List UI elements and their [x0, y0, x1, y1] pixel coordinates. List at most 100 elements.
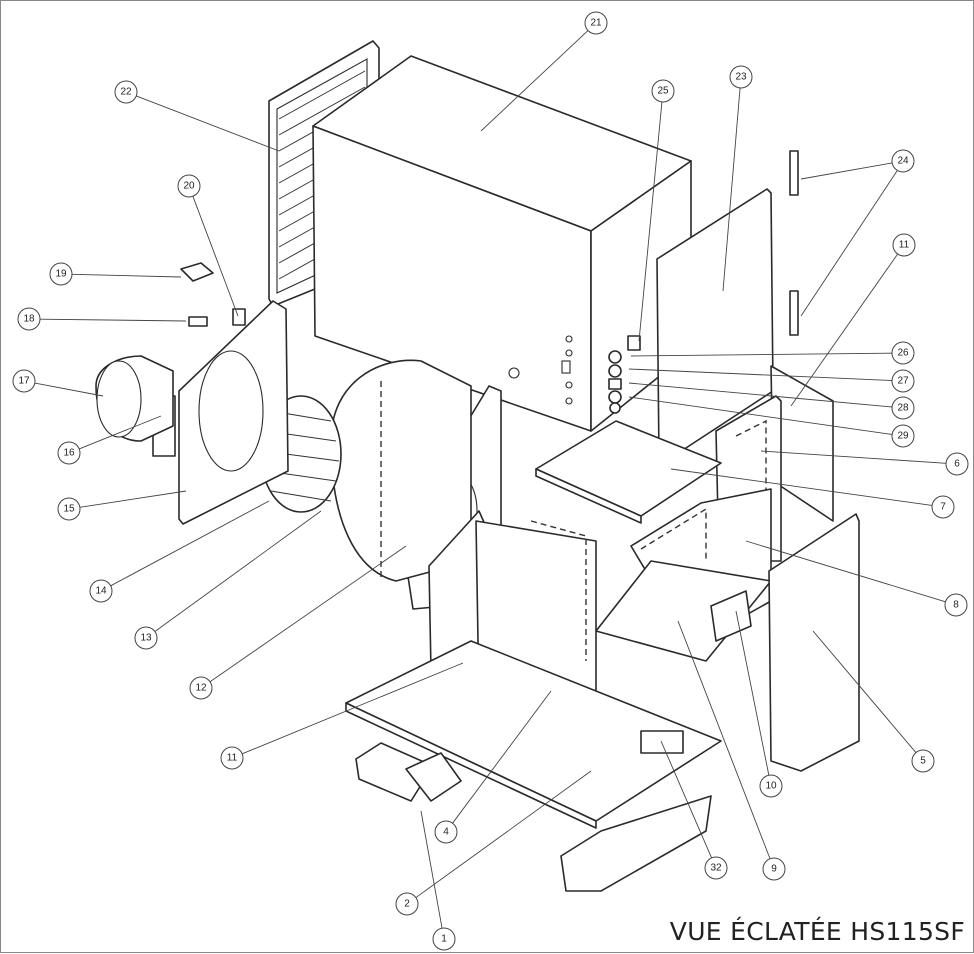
callout-bubble	[12, 369, 36, 393]
callout-4: 4	[434, 690, 552, 844]
callout-number: 26	[897, 348, 909, 359]
leader-line	[480, 30, 589, 132]
callout-22: 22	[114, 80, 280, 152]
callout-bubble	[729, 65, 753, 89]
leader-line	[745, 540, 946, 603]
callout-bubble	[432, 927, 456, 951]
part-32-switch	[640, 730, 684, 754]
callout-number: 15	[63, 504, 75, 515]
callout-number: 13	[140, 633, 152, 644]
callout-number: 28	[897, 403, 909, 414]
callout-10: 10	[735, 610, 783, 798]
callout-number: 4	[443, 827, 449, 838]
callout-bubble	[177, 174, 201, 198]
callout-2: 2	[395, 770, 592, 916]
callout-bubble	[89, 579, 113, 603]
callout-bubble	[434, 820, 458, 844]
callout-number: 22	[120, 87, 132, 98]
callout-8: 8	[745, 540, 968, 617]
callout-19: 19	[49, 262, 182, 286]
part-25-29-electrical	[608, 335, 641, 414]
leader-line	[628, 368, 893, 381]
callout-number: 14	[95, 586, 107, 597]
callout-number: 23	[735, 72, 747, 83]
callout-number: 24	[897, 156, 909, 167]
callout-27: 27	[628, 368, 915, 393]
callout-bubble	[584, 11, 608, 35]
callout-number: 9	[771, 864, 777, 875]
callout-26: 26	[630, 341, 915, 365]
callout-16: 16	[57, 415, 162, 465]
callout-bubble	[134, 626, 158, 650]
callout-number: 19	[55, 269, 67, 280]
callout-bubble	[49, 262, 73, 286]
callout-bubble	[944, 593, 968, 617]
callout-number: 11	[227, 753, 238, 764]
callout-bubble	[945, 452, 969, 476]
leader-line	[722, 87, 741, 292]
callout-number: 2	[404, 899, 410, 910]
callout-15: 15	[57, 490, 187, 521]
callout-23: 23	[722, 65, 753, 292]
part-1-rails	[355, 742, 712, 892]
callout-number: 25	[657, 86, 669, 97]
callout-number: 29	[897, 431, 909, 442]
leader-line	[628, 396, 893, 435]
callout-bubble	[911, 749, 935, 773]
callout-bubble	[891, 369, 915, 393]
callout-number: 6	[954, 459, 960, 470]
leader-line	[790, 253, 899, 407]
leader-line	[800, 162, 893, 180]
leader-line	[812, 630, 917, 753]
part-17-motor	[95, 355, 174, 442]
leader-line-24-lower	[800, 170, 898, 317]
leader-line	[735, 610, 770, 776]
callout-bubble	[704, 856, 728, 880]
callout-20: 20	[177, 174, 239, 317]
leader-line	[154, 510, 322, 632]
callout-bubble	[759, 774, 783, 798]
callout-18: 18	[17, 307, 187, 331]
callout-6: 6	[760, 450, 969, 476]
callout-28: 28	[628, 382, 915, 420]
callout-25: 25	[638, 79, 675, 342]
leader-line	[670, 468, 933, 506]
callout-number: 32	[710, 863, 722, 874]
part-7-tray	[535, 420, 722, 524]
callout-17: 17	[12, 369, 104, 397]
callout-7: 7	[670, 468, 955, 519]
leader-line	[79, 490, 187, 508]
callout-12: 12	[189, 545, 407, 700]
callout-bubble	[931, 495, 955, 519]
callout-21: 21	[480, 11, 608, 132]
callout-bubble	[892, 233, 916, 257]
leader-line	[110, 500, 270, 587]
leader-line	[79, 415, 162, 450]
callout-number: 10	[765, 781, 777, 792]
callout-number: 16	[63, 448, 75, 459]
callout-number: 7	[940, 502, 946, 513]
callout-32: 32	[660, 740, 728, 880]
callout-bubble	[17, 307, 41, 331]
callout-bubble	[891, 396, 915, 420]
callout-number: 11	[899, 240, 910, 251]
leader-line	[34, 382, 104, 397]
callout-bubble	[57, 441, 81, 465]
leader-line	[660, 740, 713, 859]
part-15-mount-plate	[178, 300, 289, 525]
part-10-bracket	[710, 590, 752, 642]
leader-line	[71, 273, 182, 278]
callout-number: 21	[590, 18, 602, 29]
callout-bubble	[762, 857, 786, 881]
callout-number: 5	[920, 756, 926, 767]
leader-line	[630, 352, 893, 357]
callout-11: 11	[790, 233, 916, 407]
callout-11: 11	[220, 662, 464, 770]
callout-9: 9	[677, 620, 786, 881]
leader-line	[452, 690, 552, 824]
callout-bubble	[220, 746, 244, 770]
callout-bubble	[651, 79, 675, 103]
